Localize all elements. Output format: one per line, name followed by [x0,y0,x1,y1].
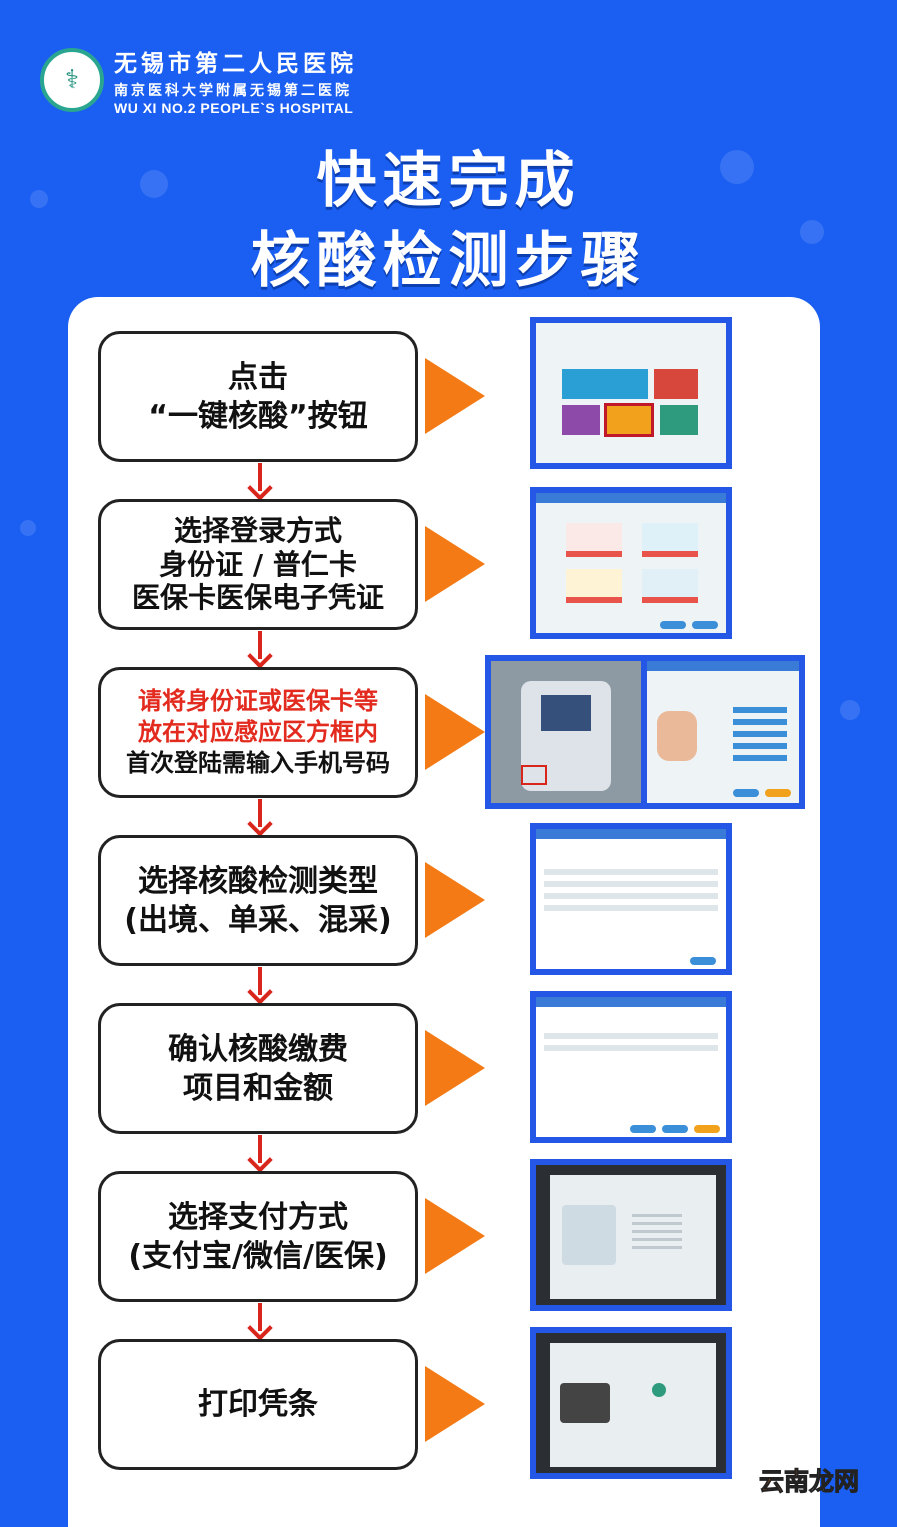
watermark-part-1: 云南 [758,1467,809,1497]
step-text: (出境、单采、混采) [124,902,392,938]
step-6-box: 选择支付方式 (支付宝/微信/医保) [98,1171,418,1302]
down-arrow-icon [250,967,270,1003]
step-text: 打印凭条 [198,1387,318,1422]
screenshot-confirm-payment [530,991,732,1143]
step-text: 选择登录方式 [173,514,342,548]
watermark: 云南龙网 [758,1462,859,1498]
step-text: 医保卡医保电子凭证 [131,581,384,615]
orange-arrow-icon [425,1198,485,1274]
title-line-2: 核酸检测步骤 [250,226,647,296]
orange-arrow-icon [425,1030,485,1106]
step-7-box: 打印凭条 [98,1339,418,1470]
down-arrow-icon [250,631,270,667]
step-2-box: 选择登录方式 身份证 / 普仁卡 医保卡医保电子凭证 [98,499,418,630]
screenshot-login-method [530,487,732,639]
step-text-highlight: 请将身份证或医保卡等 [138,686,378,715]
hospital-logo-icon: ⚕ [40,48,104,112]
down-arrow-icon [250,799,270,835]
orange-arrow-icon [425,1366,485,1442]
orange-arrow-icon [425,694,485,770]
step-text: 选择核酸检测类型 [138,863,378,899]
orange-arrow-icon [425,862,485,938]
step-text: 项目和金额 [183,1070,333,1106]
step-4-box: 选择核酸检测类型 (出境、单采、混采) [98,835,418,966]
title-line-1: 快速完成 [316,146,581,216]
screenshot-card-reader [485,655,805,809]
orange-arrow-icon [425,358,485,434]
orange-arrow-icon [425,526,485,602]
down-arrow-icon [250,463,270,499]
down-arrow-icon [250,1303,270,1339]
watermark-part-2: 龙网 [808,1467,859,1497]
step-text: 点击 [228,359,288,395]
step-text-highlight: 放在对应感应区方框内 [138,717,378,746]
step-text: “一键核酸”按钮 [148,398,368,434]
screenshot-payment-method [530,1159,732,1311]
screenshot-print-receipt [530,1327,732,1479]
screenshot-test-type [530,823,732,975]
down-arrow-icon [250,1135,270,1171]
hospital-affiliation: 南京医科大学附属无锡第二医院 [114,83,352,99]
step-5-box: 确认核酸缴费 项目和金额 [98,1003,418,1134]
step-1-box: 点击 “一键核酸”按钮 [98,331,418,462]
step-text: 确认核酸缴费 [168,1031,348,1067]
screenshot-home-menu [530,317,732,469]
step-text: 选择支付方式 [168,1199,348,1235]
step-text: 首次登陆需输入手机号码 [126,749,390,778]
step-3-box: 请将身份证或医保卡等 放在对应感应区方框内 首次登陆需输入手机号码 [98,667,418,798]
hospital-name: 无锡市第二人民医院 [114,51,357,77]
step-text: (支付宝/微信/医保) [128,1238,388,1274]
hospital-english-name: WU XI NO.2 PEOPLE`S HOSPITAL [114,100,354,116]
hospital-header: ⚕ 无锡市第二人民医院 南京医科大学附属无锡第二医院 WU XI NO.2 PE… [40,44,357,116]
step-text: 身份证 / 普仁卡 [159,547,357,581]
